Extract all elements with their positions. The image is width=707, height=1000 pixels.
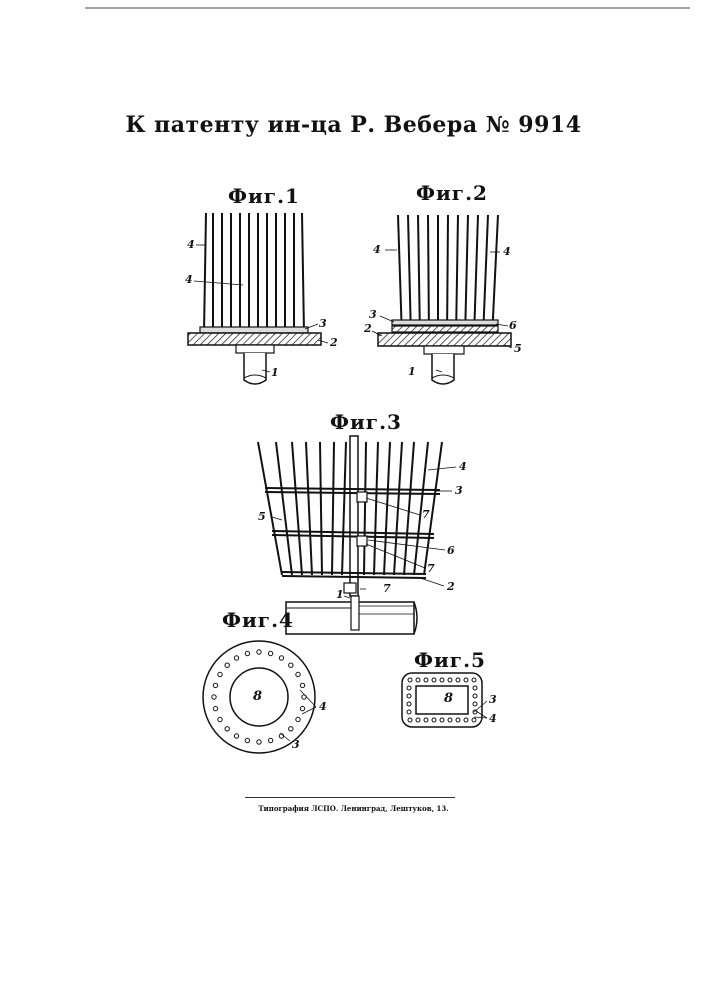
rod-hole: [464, 718, 468, 722]
fig1-callout: 2: [330, 336, 338, 349]
rod-hole: [234, 734, 238, 738]
rod-hole: [268, 738, 272, 742]
rod-hole: [407, 686, 411, 690]
fig5-callout: 4: [489, 712, 497, 725]
figure-1-drawing: [188, 213, 328, 384]
fig3-callout: 1: [336, 588, 344, 601]
rod-hole: [432, 718, 436, 722]
fig3-callout: 6: [447, 544, 455, 557]
fig2-callout: 6: [509, 319, 517, 332]
rod-hole: [407, 710, 411, 714]
rod-hole: [218, 717, 222, 721]
figure-2-drawing: [372, 215, 512, 384]
rod-hole: [257, 650, 261, 654]
rod-hole: [245, 651, 249, 655]
rod-hole: [456, 718, 460, 722]
rod-hole: [472, 678, 476, 682]
fig4-callout: 8: [253, 689, 262, 704]
rod-hole: [416, 718, 420, 722]
rod-hole: [473, 710, 477, 714]
fig5-callout: 8: [444, 691, 453, 706]
rod-hole: [456, 678, 460, 682]
fig2-callout: 3: [369, 308, 377, 321]
rod-hole: [245, 738, 249, 742]
rod-hole: [218, 672, 222, 676]
rod-hole: [225, 663, 229, 667]
fig3-callout: 7: [427, 562, 435, 575]
rod-hole: [440, 718, 444, 722]
fig1-callout: 4: [185, 273, 193, 286]
rod-hole: [408, 678, 412, 682]
rod-hole: [473, 686, 477, 690]
rod-hole: [300, 706, 304, 710]
rod-hole: [296, 672, 300, 676]
rod-hole: [407, 702, 411, 706]
figure-2-label: Фиг.2: [416, 181, 488, 205]
rod-hole: [300, 683, 304, 687]
rod-hole: [234, 656, 238, 660]
fig4-callout: 3: [292, 738, 300, 751]
figure-3-label: Фиг.3: [330, 410, 402, 434]
printer-imprint: Типография ЛСПО. Ленинград, Лештуков, 13…: [0, 804, 707, 813]
rod-hole: [212, 695, 216, 699]
fig3-callout: 5: [258, 510, 266, 523]
rod-hole: [448, 718, 452, 722]
fig3-callout: 2: [447, 580, 455, 593]
rod-hole: [289, 663, 293, 667]
rod-hole: [448, 678, 452, 682]
fig2-callout: 2: [364, 322, 372, 335]
rod-hole: [213, 683, 217, 687]
rod-hole: [289, 727, 293, 731]
fig1-callout: 3: [319, 317, 327, 330]
rod-hole: [213, 706, 217, 710]
fig3-callout: 4: [459, 460, 467, 473]
fig3-callout: 7: [422, 508, 430, 521]
footer-rule: [245, 797, 455, 798]
figure-5-holes: [407, 678, 477, 722]
rod-hole: [257, 740, 261, 744]
rod-hole: [268, 651, 272, 655]
fig1-callout: 4: [187, 238, 195, 251]
fig2-callout: 4: [373, 243, 381, 256]
rod-hole: [424, 678, 428, 682]
rod-hole: [416, 678, 420, 682]
figure-1-label: Фиг.1: [228, 184, 300, 208]
fig4-callout: 4: [319, 700, 327, 713]
rod-hole: [424, 718, 428, 722]
fig2-callout: 4: [503, 245, 511, 258]
figure-4-label: Фиг.4: [222, 608, 294, 632]
fig2-callout: 1: [408, 365, 416, 378]
rod-hole: [473, 694, 477, 698]
fig2-callout: 5: [514, 342, 522, 355]
rod-hole: [408, 718, 412, 722]
rod-hole: [472, 718, 476, 722]
rod-hole: [440, 678, 444, 682]
rod-hole: [279, 656, 283, 660]
rod-hole: [225, 727, 229, 731]
fig1-callout: 1: [271, 366, 279, 379]
figure-5-label: Фиг.5: [414, 648, 486, 672]
rod-hole: [407, 694, 411, 698]
fig3-callout: 7: [383, 582, 391, 595]
figure-3-drawing: [258, 436, 456, 634]
rod-hole: [296, 717, 300, 721]
fig3-callout: 3: [455, 484, 463, 497]
rod-hole: [473, 702, 477, 706]
rod-hole: [464, 678, 468, 682]
rod-hole: [432, 678, 436, 682]
fig5-callout: 3: [489, 693, 497, 706]
